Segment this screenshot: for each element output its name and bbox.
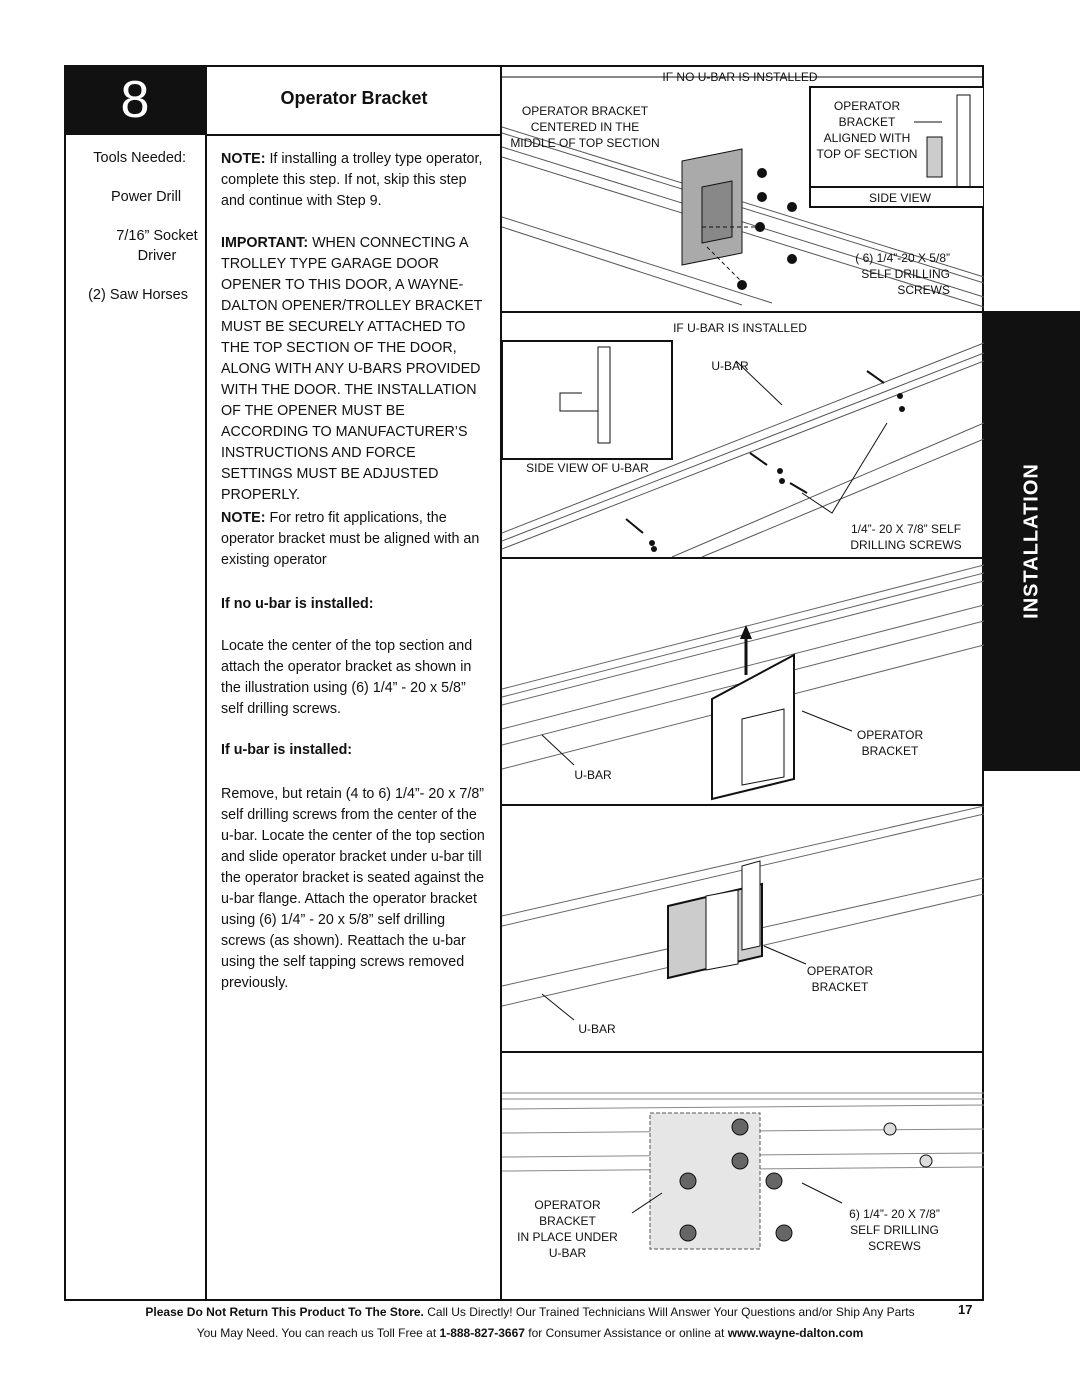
tool-item: (2) Saw Horses (88, 287, 188, 303)
page-number: 17 (958, 1302, 973, 1317)
heading-ubar: If u-bar is installed: (221, 742, 353, 758)
label-side-view-ubar: SIDE VIEW OF U-BAR (526, 461, 649, 475)
figure-bracket-seated (502, 806, 984, 1021)
figure-divider-2 (500, 557, 984, 559)
footer-text: for Consumer Assistance or online at (524, 1326, 728, 1340)
footer-bold: Please Do Not Return This Product To The… (145, 1305, 424, 1319)
figure-front-view (502, 1092, 984, 1250)
label-ubar-2: U-BAR (574, 768, 612, 782)
note-text: For retro fit applications, the operator… (221, 510, 480, 568)
column-divider-right (500, 65, 502, 1301)
important-notice: IMPORTANT: WHEN CONNECTING A TROLLEY TYP… (221, 233, 491, 506)
label-bracket-aligned: OPERATOR BRACKET ALIGNED WITH TOP OF SEC… (816, 99, 918, 161)
label-side-view: SIDE VIEW (868, 191, 931, 205)
important-label: IMPORTANT: (221, 235, 309, 251)
label-screws-78b: 6) 1/4”- 20 X 7/8” SELF DRILLING SCREWS (849, 1207, 940, 1253)
step-title: Operator Bracket (280, 88, 428, 108)
label-ubar-header: IF U-BAR IS INSTALLED (673, 321, 807, 335)
figure-divider-4 (500, 1051, 984, 1053)
tool-item: 7/16” Socket Driver (116, 228, 198, 264)
footer-line-1: Please Do Not Return This Product To The… (60, 1303, 1000, 1321)
label-operator-bracket-2: OPERATOR BRACKET (806, 964, 874, 994)
label-screws-58: ( 6) 1/4”-20 X 5/8” SELF DRILLING SCREWS (855, 251, 950, 297)
tool-item: Power Drill (110, 189, 182, 205)
figure-ubar (502, 340, 984, 557)
footer-line-2: You May Need. You can reach us Toll Free… (60, 1324, 1000, 1342)
text-ubar: Remove, but retain (4 to 6) 1/4”- 20 x 7… (221, 786, 485, 991)
tools-list: Tools Needed: Power Drill 7/16” Socket D… (66, 148, 204, 324)
label-ubar-3: U-BAR (578, 1022, 616, 1036)
page-frame (64, 65, 984, 1301)
footer-text: Call Us Directly! Our Trained Technician… (423, 1305, 915, 1319)
footer-website-link[interactable]: www.wayne-dalton.com (727, 1326, 864, 1340)
section-tab-label: INSTALLATION (1020, 463, 1043, 619)
label-bracket-centered: OPERATOR BRACKET CENTERED IN THE MIDDLE … (510, 104, 660, 150)
note-label: NOTE: (221, 510, 266, 526)
footer-text: You May Need. You can reach us Toll Free… (196, 1326, 440, 1340)
heading-no-ubar: If no u-bar is installed: (221, 596, 374, 612)
figure-divider-1 (500, 311, 984, 313)
label-ubar: U-BAR (711, 359, 749, 373)
note-label: NOTE: (221, 151, 266, 167)
footer-phone: 1-888-827-3667 (439, 1326, 525, 1340)
label-screws-78: 1/4”- 20 X 7/8” SELF DRILLING SCREWS (850, 522, 962, 552)
step-number: 8 (64, 65, 206, 135)
note-trolley: NOTE: If installing a trolley type opera… (221, 149, 491, 212)
important-text: WHEN CONNECTING A TROLLEY TYPE GARAGE DO… (221, 235, 483, 503)
title-underline (206, 134, 500, 136)
tools-heading: Tools Needed: (93, 150, 186, 166)
figure-bracket-slide (502, 564, 984, 801)
note-retrofit: NOTE: For retro fit applications, the op… (221, 508, 491, 571)
section-tab (984, 311, 1080, 771)
figure-divider-3 (500, 804, 984, 806)
label-operator-bracket: OPERATOR BRACKET (856, 728, 924, 758)
note-text: If installing a trolley type operator, c… (221, 151, 483, 209)
figure-no-ubar (502, 76, 984, 308)
column-divider-left (205, 65, 207, 1301)
label-in-place: OPERATOR BRACKET IN PLACE UNDER U-BAR (517, 1198, 618, 1260)
label-no-ubar-header: IF NO U-BAR IS INSTALLED (662, 70, 818, 84)
text-no-ubar: Locate the center of the top section and… (221, 638, 473, 717)
